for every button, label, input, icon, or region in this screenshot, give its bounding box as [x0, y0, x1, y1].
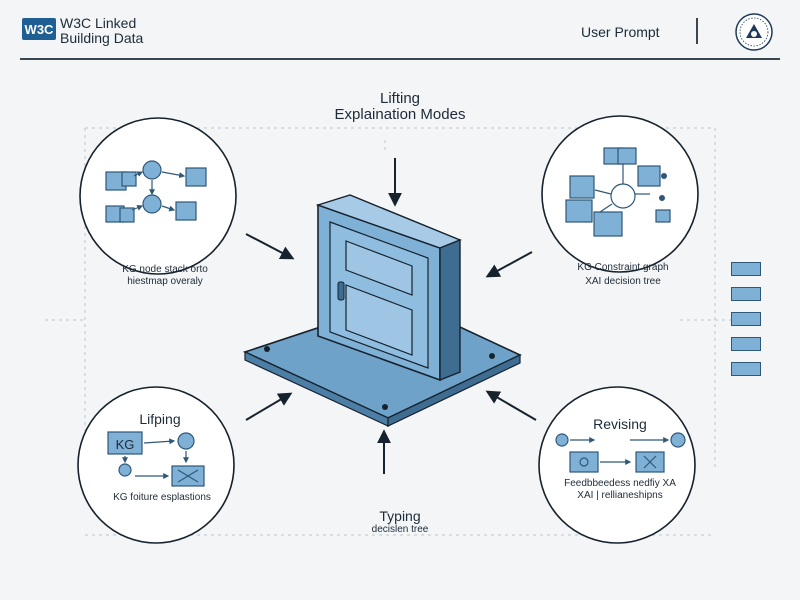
top-right-caption-1: KG Constraint graph — [577, 262, 669, 273]
diagram-title-line-1: Lifting — [379, 90, 421, 107]
header-rule — [20, 58, 780, 60]
panel-bottom-left — [77, 386, 235, 544]
node-icon — [142, 194, 162, 214]
bottom-right-caption-1: Feedbbeedess nedfiy XA — [564, 478, 676, 489]
panel-bottom-right — [538, 386, 696, 544]
flow-arrows — [245, 158, 537, 474]
cube-icon — [105, 167, 207, 223]
node-icon — [142, 160, 162, 180]
panel-top-right — [541, 115, 699, 273]
node-icon — [177, 432, 195, 450]
arrow-bottom-left — [245, 392, 293, 421]
brand-line-1: W3C Linked — [60, 15, 137, 31]
central-door-icon — [242, 194, 522, 427]
user-prompt-link[interactable]: User Prompt — [581, 24, 660, 40]
cube-icon — [565, 147, 671, 237]
gear-box-icon — [569, 451, 599, 473]
bottom-right-heading: Revising — [593, 416, 647, 432]
brand-name: W3C Linked Building Data — [60, 16, 143, 46]
w3c-logo[interactable]: W3C — [22, 18, 56, 40]
arrow-bottom-right — [485, 390, 537, 421]
panel-top-left — [79, 117, 237, 275]
side-box[interactable] — [731, 362, 761, 376]
arrow-top-left — [245, 233, 295, 260]
node-icon — [118, 463, 132, 477]
arrow-top-right — [485, 251, 533, 278]
bottom-left-caption: KG foiture esplastions — [113, 492, 211, 503]
header: W3C W3C Linked Building Data User Prompt — [0, 0, 800, 60]
kg-box — [107, 431, 143, 455]
header-divider — [696, 18, 698, 44]
bottom-center-caption: decislen tree — [371, 524, 429, 535]
side-box[interactable] — [731, 287, 761, 301]
top-left-caption-1: KG node stack orto — [122, 264, 208, 275]
bottom-left-heading: Lifping — [139, 411, 181, 427]
diagram-title-line-2: Explaination Modes — [334, 106, 466, 123]
seal-icon — [735, 13, 773, 51]
bottom-right-caption-2: XAI | rellianeshipns — [577, 490, 663, 501]
side-box[interactable] — [731, 312, 761, 326]
top-right-caption-2: XAI decision tree — [585, 276, 661, 287]
top-left-caption-2: hiestmap overaly — [127, 276, 203, 287]
bottom-center-heading: Typing — [379, 508, 421, 524]
brand-line-2: Building Data — [60, 30, 144, 46]
side-box[interactable] — [731, 337, 761, 351]
kg-box-label: KG — [115, 437, 135, 452]
side-box[interactable] — [731, 262, 761, 276]
